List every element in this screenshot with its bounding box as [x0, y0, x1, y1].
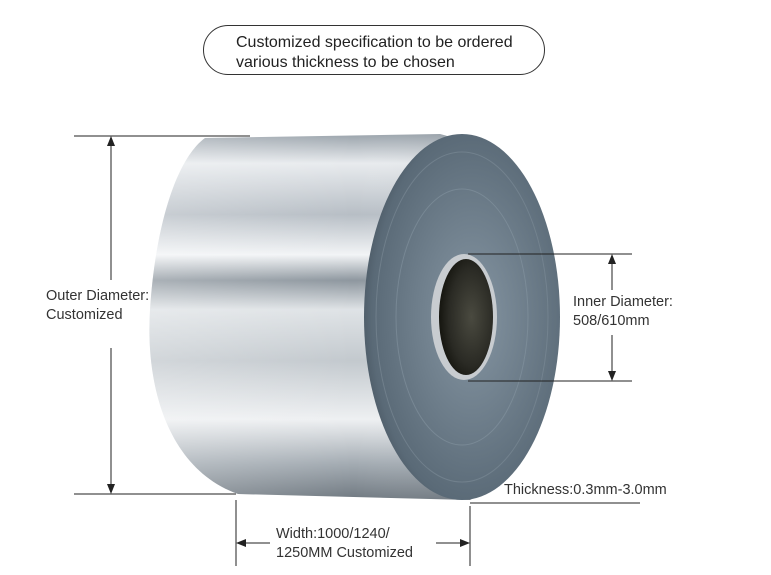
width-value: 1250MM Customized [276, 545, 413, 561]
spec-banner-line1: Customized specification to be ordered [236, 34, 513, 51]
spec-banner: Customized specification to be ordered v… [203, 25, 545, 75]
dimension-lines [74, 135, 640, 566]
inner-diameter-value: 508/610mm [573, 313, 650, 329]
width-label: Width:1000/1240/ 1250MM Customized [276, 525, 413, 563]
spec-banner-line2: various thickness to be chosen [236, 54, 455, 71]
outer-diameter-value: Customized [46, 307, 123, 323]
thickness-label: Thickness:0.3mm-3.0mm [504, 482, 667, 498]
outer-diameter-title: Outer Diameter: [46, 288, 150, 304]
inner-diameter-title: Inner Diameter: [573, 294, 673, 310]
width-title: Width:1000/1240/ [276, 526, 390, 542]
inner-diameter-label: Inner Diameter: 508/610mm [573, 293, 673, 331]
dimension-arrows [107, 136, 616, 547]
outer-diameter-label: Outer Diameter: Customized [46, 287, 149, 325]
